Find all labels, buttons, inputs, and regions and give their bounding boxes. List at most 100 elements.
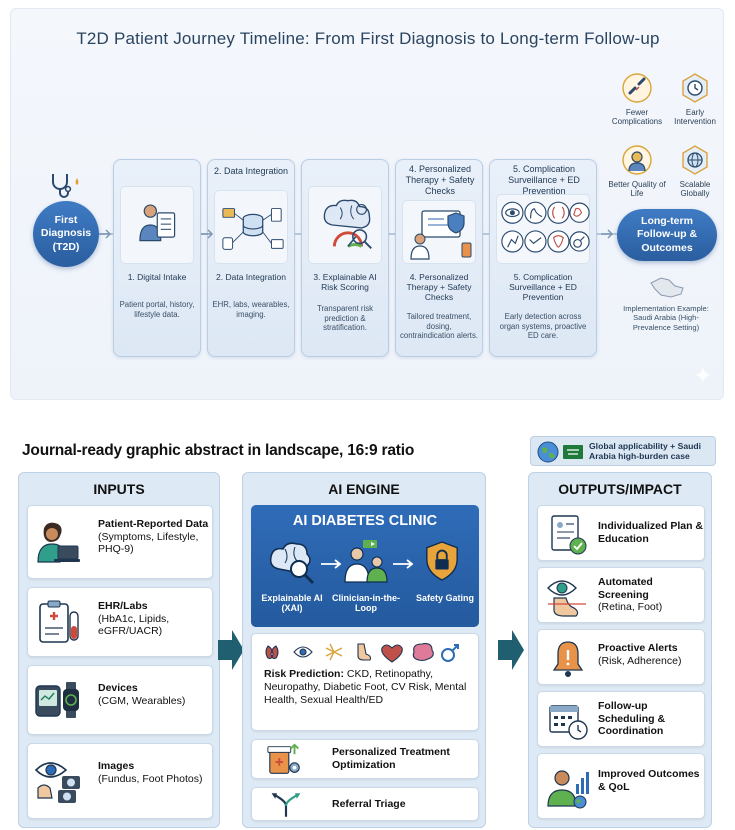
stage-1-label: 1. Digital Intake — [127, 272, 187, 282]
smiling-person-icon — [622, 145, 652, 175]
output-individualized-plan: Individualized Plan & Education — [537, 505, 705, 561]
clinician-in-the-loop-label: Clinician-in-the-Loop — [332, 593, 400, 614]
person-laptop-icon — [37, 522, 80, 563]
broken-chain-icon — [622, 73, 652, 103]
input-patient-reported-data: Patient-Reported Data (Symptoms, Lifesty… — [27, 505, 213, 579]
inputs-heading: INPUTS — [93, 481, 145, 497]
ai-diabetes-clinic-banner: AI DIABETES CLINIC — [251, 505, 479, 627]
benefit-label: Early Intervention — [674, 107, 716, 127]
stage-personalized-therapy: 4. Personalized Therapy + Safety Checks … — [395, 159, 483, 357]
stage-1-description: Patient portal, history, lifestyle data. — [119, 300, 195, 319]
benefit-label: Scalable Globally — [679, 179, 711, 199]
implementation-example: Implementation Example: Saudi Arabia (Hi… — [623, 304, 709, 332]
globe-icon — [537, 441, 559, 463]
database-network-icon — [222, 208, 284, 250]
cgm-watch-icon — [35, 682, 79, 718]
risk-prediction-label: Risk Prediction: — [264, 668, 344, 680]
stage-ai-risk-scoring: 3. Explainable AI Risk Scoring Transpare… — [301, 159, 389, 357]
arrow-right-icon — [321, 559, 342, 569]
clinician-icon — [344, 540, 388, 583]
inputs-to-engine-arrow-icon — [218, 630, 244, 670]
stage-4-top-label: 4. Personalized Therapy + Safety Checks — [405, 164, 475, 196]
graphic-abstract-panel: Journal-ready graphic abstract in landsc… — [10, 420, 724, 828]
complication-organ-icons — [265, 643, 459, 663]
badge-text: Global applicability + Saudi Arabia high… — [589, 441, 701, 462]
doctor-screen-shield-icon — [410, 210, 472, 260]
ai-engine-column: AI ENGINE AI DIABETES CLINIC — [242, 472, 486, 828]
clipboard-person-icon — [139, 204, 176, 242]
output-title: Improved Outcomes & QoL — [598, 768, 700, 793]
stage-3-description: Transparent risk prediction & stratifica… — [316, 304, 374, 333]
stage-5-label: 5. Complication Surveillance + ED Preven… — [509, 272, 577, 303]
stage-4-label: 4. Personalized Therapy + Safety Checks — [406, 272, 472, 303]
risk-prediction-text: Risk Prediction: CKD, Retinopathy, Neuro… — [264, 668, 472, 707]
treatment-optimization-card: Personalized Treatment Optimization — [251, 739, 479, 779]
stage-2-top-label: 2. Data Integration — [213, 166, 289, 176]
saudi-flag-icon — [563, 445, 583, 459]
globe-icon — [682, 145, 708, 175]
journey-timeline-panel: T2D Patient Journey Timeline: From First… — [10, 8, 724, 400]
abstract-title: Journal-ready graphic abstract in landsc… — [22, 442, 415, 459]
stage-digital-intake: 1. Digital Intake Patient portal, histor… — [113, 159, 201, 357]
benefit-fewer-complications: Fewer Complications — [607, 73, 667, 127]
input-detail: (Fundus, Foot Photos) — [98, 772, 203, 785]
benefit-quality-of-life: Better Quality of Life — [607, 145, 667, 199]
global-applicability-badge: Global applicability + Saudi Arabia high… — [530, 436, 716, 466]
output-follow-up-scheduling: Follow-up Scheduling & Coordination — [537, 691, 705, 747]
shield-lock-icon — [426, 541, 458, 581]
input-detail: (HbA1c, Lipids, eGFR/UACR) — [98, 612, 170, 638]
document-check-icon — [551, 515, 587, 555]
referral-triage-card: Referral Triage — [251, 787, 479, 821]
saudi-arabia-map-icon — [650, 277, 684, 298]
input-detail: (CGM, Wearables) — [98, 694, 186, 707]
risk-prediction-card: Risk Prediction: CKD, Retinopathy, Neuro… — [251, 633, 479, 731]
output-title: Proactive Alerts — [598, 642, 678, 654]
brain-magnifier-icon — [269, 542, 315, 585]
arrow-right-icon — [393, 559, 414, 569]
stage-2-label: 2. Data Integration — [216, 272, 286, 282]
stage-complication-surveillance: 5. Complication Surveillance + ED Preven… — [489, 159, 597, 357]
pill-bottle-gear-icon — [267, 743, 300, 774]
ai-engine-heading: AI ENGINE — [328, 481, 400, 497]
long-term-follow-up-label: Long-term Follow-up & Outcomes — [636, 215, 698, 254]
output-title: Individualized Plan & Education — [598, 520, 704, 545]
long-term-follow-up-node: Long-term Follow-up & Outcomes — [617, 209, 717, 261]
first-diagnosis-node: First Diagnosis (T2D) — [33, 201, 99, 267]
stage-5-description: Early detection across organ systems, pr… — [499, 312, 587, 341]
flow-arrow-icon — [201, 229, 214, 239]
branching-arrows-icon — [271, 793, 301, 817]
benefit-scalable-globally: Scalable Globally — [665, 145, 725, 199]
ai-diabetes-clinic-title: AI DIABETES CLINIC — [292, 513, 438, 529]
input-title: Devices — [98, 682, 138, 694]
stethoscope-icon — [52, 174, 79, 198]
benefit-label: Fewer Complications — [611, 107, 663, 127]
first-diagnosis-label: First Diagnosis (T2D) — [40, 214, 92, 253]
inputs-column: INPUTS Patient-Reported Data (Symptoms, … — [18, 472, 220, 828]
flow-arrow-icon — [99, 229, 112, 239]
output-improved-outcomes: Improved Outcomes & QoL — [537, 753, 705, 819]
eye-foot-icon — [547, 580, 586, 617]
safety-gating-label: Safety Gating — [415, 593, 474, 603]
output-title: Automated Screening — [598, 576, 653, 601]
benefit-early-intervention: Early Intervention — [665, 73, 725, 127]
stage-2-description: EHR, labs, wearables, imaging. — [212, 300, 290, 319]
benefit-label: Better Quality of Life — [608, 179, 666, 199]
input-devices: Devices (CGM, Wearables) — [27, 665, 213, 735]
referral-triage-label: Referral Triage — [332, 798, 406, 810]
engine-to-outputs-arrow-icon — [498, 630, 524, 670]
outputs-heading: OUTPUTS/IMPACT — [558, 481, 682, 497]
flow-arrow-icon — [601, 229, 614, 239]
brain-gauge-icon — [323, 199, 372, 250]
output-proactive-alerts: Proactive Alerts (Risk, Adherence) — [537, 629, 705, 685]
timeline-title: T2D Patient Journey Timeline: From First… — [76, 29, 660, 48]
calendar-clock-icon — [549, 705, 588, 740]
outputs-column: OUTPUTS/IMPACT Individualized Plan & Edu… — [528, 472, 712, 828]
clock-icon — [682, 73, 708, 103]
stage-4-description: Tailored treatment, dosing, contraindica… — [400, 312, 479, 341]
input-ehr-labs: EHR/Labs (HbA1c, Lipids, eGFR/UACR) — [27, 587, 213, 657]
output-automated-screening: Automated Screening (Retina, Foot) — [537, 567, 705, 623]
clipboard-test-tube-icon — [39, 600, 79, 643]
eye-camera-icon — [34, 762, 80, 803]
input-title: EHR/Labs — [98, 600, 148, 612]
xai-label: Explainable AI (XAI) — [261, 593, 323, 614]
